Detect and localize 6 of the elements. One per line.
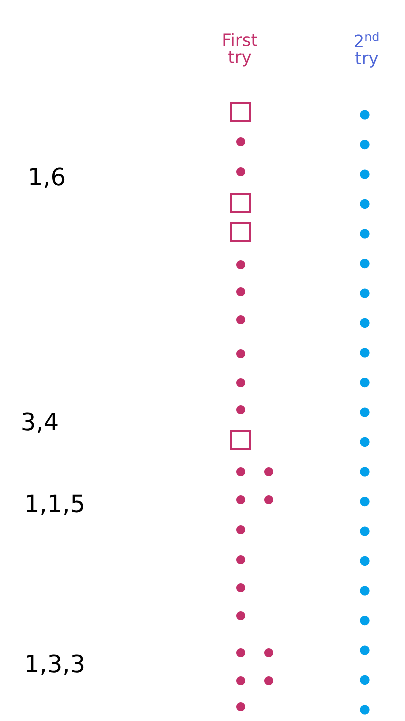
number-label: 1,1,5 (27, 494, 84, 516)
column-heading: First try (224, 33, 258, 67)
number-label: 1,6 (30, 168, 65, 188)
number-label: 3,4 (22, 412, 58, 434)
column-heading: 2$^{nd}$ try (355, 32, 379, 68)
number-label: 1,3,3 (27, 654, 84, 676)
